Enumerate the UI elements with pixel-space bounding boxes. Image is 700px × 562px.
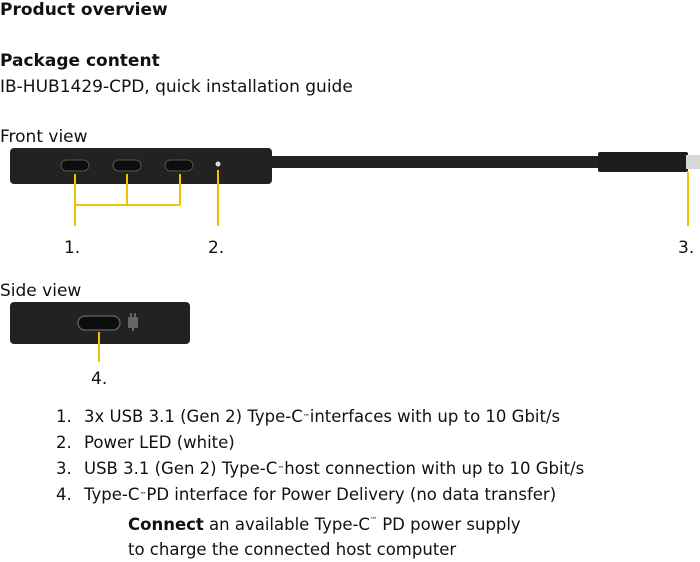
side-usb-c-pd-port	[77, 315, 121, 331]
usb-c-port-1	[60, 159, 90, 172]
side-view-heading: Side view	[0, 281, 82, 301]
label-2: 2.	[208, 238, 225, 258]
package-text: IB-HUB1429-CPD, quick installation guide	[0, 77, 353, 97]
note-bold: Connect	[128, 515, 204, 534]
page-title: Product overview	[0, 0, 168, 20]
front-view-heading: Front view	[0, 127, 88, 147]
cable-connector	[598, 152, 688, 172]
power-led	[215, 161, 221, 167]
cable	[270, 156, 605, 168]
label-4: 4.	[91, 369, 108, 389]
charging-note: Connect an available Type-C™ PD power su…	[128, 508, 521, 562]
connector-tip	[686, 155, 700, 169]
label-3: 3.	[678, 238, 695, 258]
usb-c-port-3	[164, 159, 194, 172]
package-heading: Package content	[0, 51, 160, 71]
usb-c-port-2	[112, 159, 142, 172]
label-1: 1.	[64, 238, 81, 258]
note-line-2: to charge the connected host computer	[128, 540, 457, 559]
power-plug-icon	[128, 313, 138, 331]
legend-item: 2. Power LED (white)	[56, 433, 235, 452]
